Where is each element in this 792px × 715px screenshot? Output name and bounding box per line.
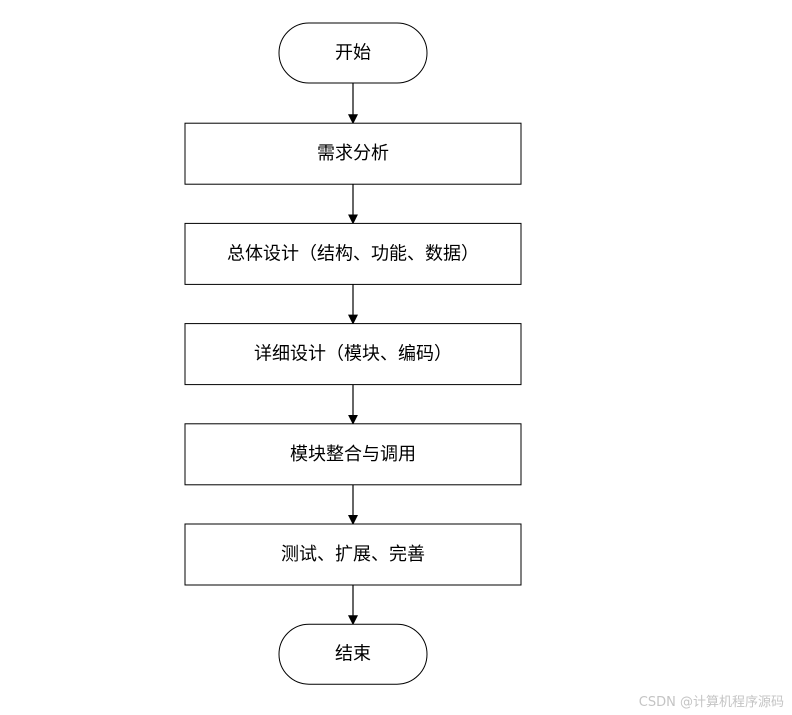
node-label: 结束 (335, 644, 371, 665)
process-box (184, 323, 522, 386)
process-box (184, 122, 522, 185)
node-label: 测试、扩展、完善 (281, 544, 425, 565)
process-box (184, 423, 522, 486)
node-testing: 测试、扩展、完善 (184, 523, 522, 586)
node-requirements: 需求分析 (184, 122, 522, 185)
node-integration: 模块整合与调用 (184, 423, 522, 486)
node-label: 详细设计（模块、编码） (254, 344, 452, 365)
terminal-shape (278, 22, 428, 84)
node-overall-design: 总体设计（结构、功能、数据） (184, 222, 522, 285)
node-label: 开始 (335, 43, 371, 64)
node-start: 开始 (278, 22, 428, 84)
node-label: 总体设计（结构、功能、数据） (227, 243, 479, 264)
process-box (184, 523, 522, 586)
terminal-shape (278, 623, 428, 685)
process-box (184, 222, 522, 285)
node-label: 需求分析 (317, 143, 389, 164)
node-end: 结束 (278, 623, 428, 685)
node-label: 模块整合与调用 (290, 444, 416, 465)
node-detailed-design: 详细设计（模块、编码） (184, 323, 522, 386)
watermark: CSDN @计算机程序源码 (638, 695, 784, 710)
